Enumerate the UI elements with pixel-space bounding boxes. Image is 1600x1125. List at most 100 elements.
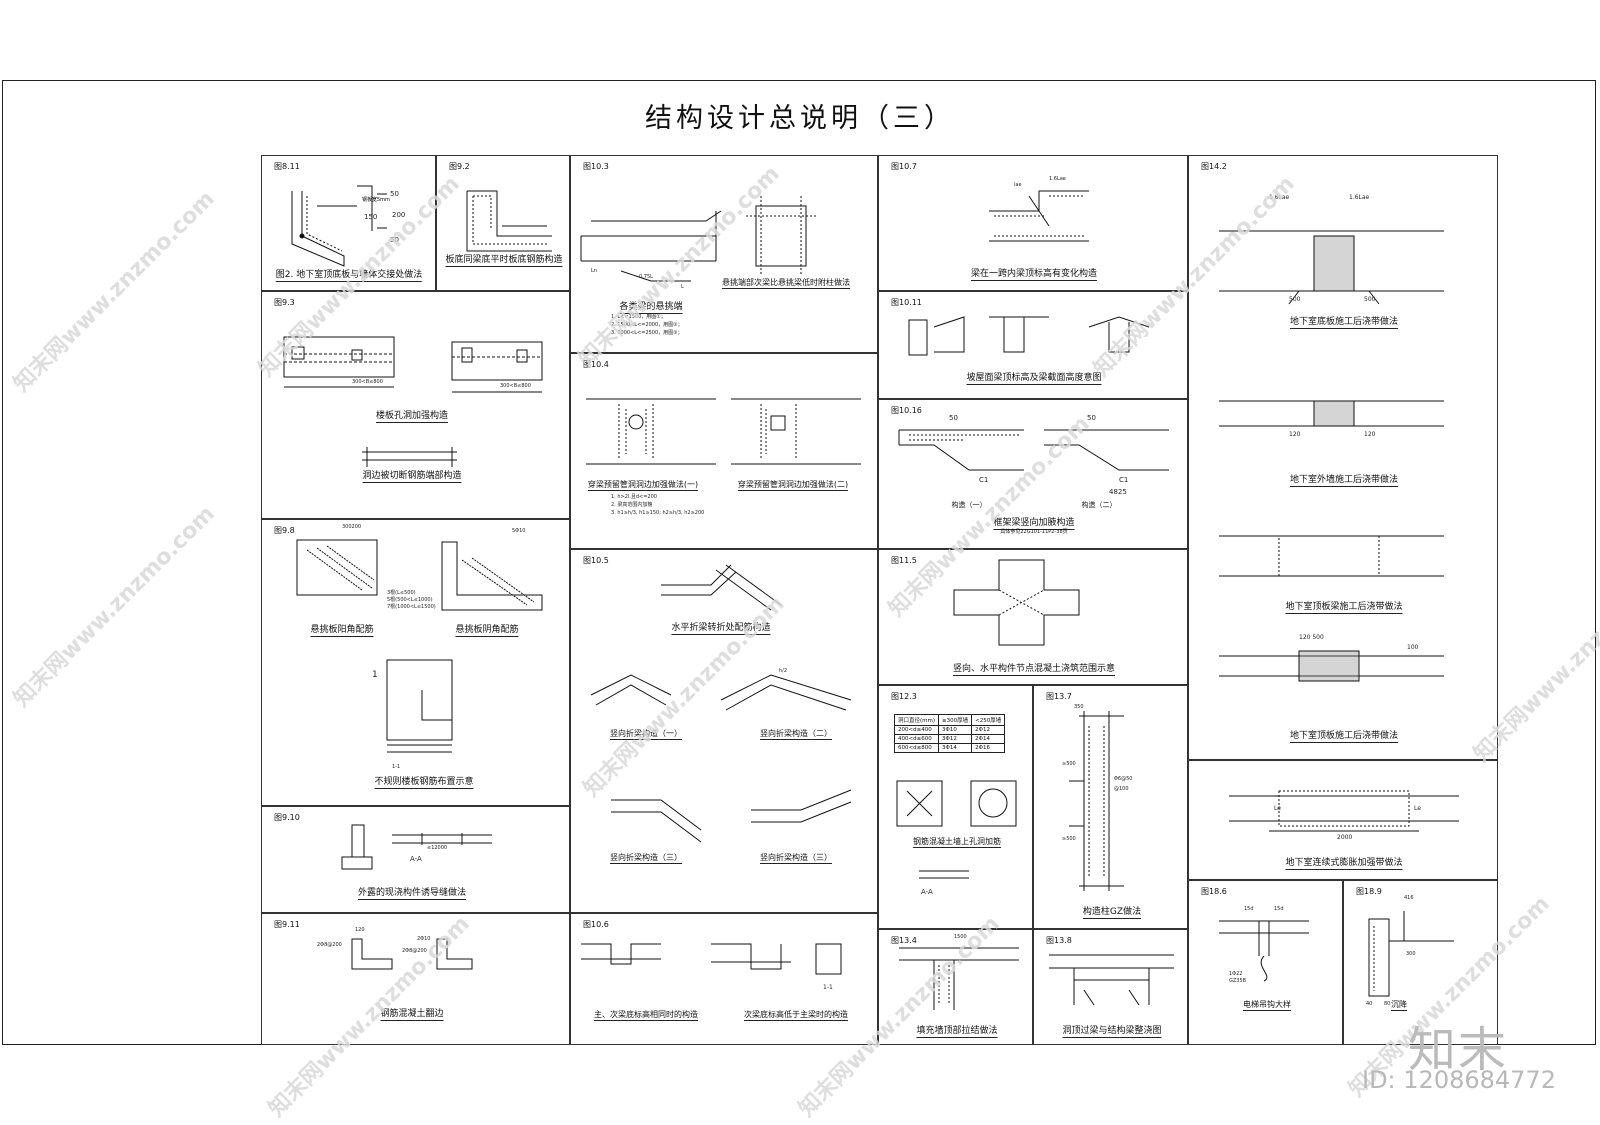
panel-label: 图9.11 <box>274 920 300 929</box>
dim-label: 200 <box>392 211 406 219</box>
detail-drawing <box>908 316 1150 356</box>
brand-logo: 知末 <box>1408 1022 1509 1078</box>
detail-drawing <box>351 938 473 970</box>
sheet-title: 结构设计总说明（三） <box>645 103 955 134</box>
panel-label: 图9.2 <box>449 162 470 171</box>
section-label: 1-1 <box>823 984 833 991</box>
panel-caption: 外露的现浇构件诱导缝做法 <box>357 888 467 900</box>
detail-drawing <box>341 824 492 870</box>
panel-caption: 图2. 地下室顶底板与墙体交接处做法 <box>275 270 423 282</box>
panel-label: 图10.5 <box>583 556 609 565</box>
panel-caption: 填充墙顶部拉结做法 <box>916 1026 998 1038</box>
detail-drawing <box>1219 230 1444 682</box>
panel-caption: 竖向折梁构造（二） <box>760 729 832 740</box>
dim-label: 4825 <box>1109 488 1127 496</box>
panel-caption: 楼板孔洞加强构造 <box>375 411 449 423</box>
detail-drawing <box>283 336 543 467</box>
dim-label: 1.6Lae <box>1269 194 1290 201</box>
panel-label: 图10.11 <box>891 298 922 307</box>
table-cell: 2Φ16 <box>971 743 1006 753</box>
panel-caption: 穿梁预留管洞洞边加强做法(二) <box>737 480 849 491</box>
panel-10-5: 图10.5 h/2 水平折梁转折处配筋构造 竖向折梁构造（一） 竖向折梁构造（二… <box>570 549 878 913</box>
panel-caption: 悬挑端部次梁比悬挑梁低时附柱做法 <box>722 278 850 289</box>
dim-label: 500 <box>1289 296 1301 303</box>
panel-caption: 地下室外墙施工后浇带做法 <box>1289 475 1399 487</box>
panel-label: 图9.10 <box>274 813 300 822</box>
dim-label: C1 <box>979 476 989 484</box>
dim-label: 300<B≤800 <box>500 383 531 389</box>
panel-caption: 不规则楼板钢筋布置示意 <box>374 777 474 789</box>
dim-label: 350 <box>1074 704 1084 710</box>
panel-14-2-expansion: 2000 Le Le 地下室连续式膨胀加强带做法 <box>1188 760 1498 880</box>
reinforcement-table: 洞口直径(mm) ≥300厚墙 <250厚墙 200<d≤400 3Φ10 2Φ… <box>893 714 1006 753</box>
panel-label: 图9.3 <box>274 298 295 307</box>
detail-drawing <box>1049 954 1174 1006</box>
panel-label: 图18.6 <box>1201 887 1227 896</box>
panel-label: 图10.6 <box>583 920 609 929</box>
note-text: 5根(500<L≤1000) <box>387 597 433 603</box>
note-text: 3. 2000<L<=2500，用图③； <box>611 330 683 336</box>
panel-caption: 竖向折梁构造（一） <box>610 729 682 740</box>
dim-label: ≥500 <box>1062 836 1076 842</box>
panel-9-8: 图9.8 300200 3根(L≤500) 5根(500<L≤1000) 7根(… <box>261 519 570 806</box>
panel-label: 图11.5 <box>891 556 917 565</box>
dim-label: 120 500 <box>1299 634 1324 641</box>
dim-label: 120 <box>1364 431 1376 438</box>
panel-10-16: 图10.16 50 50 C1 C1 4825 构造（一） 构造（二） 框架梁竖… <box>878 399 1188 549</box>
note-text: 3. h1≥h/3, h1≥150; h2≥h/3, h2≥200 <box>611 510 705 516</box>
note-text: 2. 梁高范围内加箍 <box>611 502 653 508</box>
dim-label: 15d <box>1274 906 1284 912</box>
reference-note: 具体参见22G101-11P2-38页 <box>1000 529 1068 535</box>
panel-10-6: 图10.6 1-1 主、次梁底标高相同时的构造 次梁底标高低于主梁时的构造 <box>570 913 878 1045</box>
panel-18-9: 图18.9 416 300 80 40 沉降 <box>1343 880 1498 1045</box>
panel-caption: 板底同梁底平时板底钢筋构造 <box>445 255 563 267</box>
panel-caption: 钢筋混凝土墙上孔洞加筋 <box>913 837 1001 848</box>
dim-label: 300<B≤800 <box>352 379 383 385</box>
panel-14-2: 图14.2 1.6Lae 1.6Lae 500 500 地下室底板施工后浇带做法… <box>1188 155 1498 760</box>
note-text: 7根(1000<L≤1500) <box>387 604 436 610</box>
note-text: 5Φ10 <box>512 528 526 534</box>
dim-label: 100 <box>1407 644 1419 651</box>
panel-caption: 水平折梁转折处配筋构造 <box>671 623 771 635</box>
detail-drawing <box>899 947 1019 1010</box>
dim-label: 80 <box>1384 1001 1391 1007</box>
detail-drawing <box>590 564 852 843</box>
panel-label: 图13.8 <box>1046 936 1072 945</box>
panel-label: 图13.7 <box>1046 692 1072 701</box>
dim-label: lae <box>1014 182 1022 188</box>
panel-11-5: 图11.5 竖向、水平构件节点混凝土浇筑范围示意 <box>878 549 1188 685</box>
dim-label: ≥500 <box>1062 761 1076 767</box>
dim-label: L <box>681 284 684 290</box>
panel-9-2: 图9.2 板底同梁底平时板底钢筋构造 <box>436 155 570 291</box>
panel-caption: 竖向折梁构造（三） <box>760 853 832 864</box>
note-text: 2. 1500<L<=2000，用图②； <box>611 322 683 328</box>
dim-label: 0.75L <box>639 274 653 280</box>
dim-label: 40 <box>1366 1001 1373 1007</box>
section-label: 1-1 <box>392 764 401 770</box>
dim-label: 1500 <box>954 934 967 940</box>
panel-13-8: 图13.8 洞顶过梁与结构梁整浇图 <box>1033 929 1188 1045</box>
panel-caption: 构造柱GZ做法 <box>1082 907 1142 919</box>
section-label: A-A <box>921 888 933 896</box>
panel-10-11: 图10.11 坡屋面梁顶标高及梁截面高度意图 <box>878 291 1188 399</box>
panel-9-3: 图9.3 300<B≤800 300<B≤800 楼板孔洞加强构造 洞边被切断钢… <box>261 291 570 519</box>
panel-caption: 地下室连续式膨胀加强带做法 <box>1285 858 1403 870</box>
detail-drawing <box>1219 920 1309 982</box>
note-text: 3根(L≤500) <box>387 590 416 596</box>
panel-label: 图9.8 <box>274 526 295 535</box>
detail-drawing <box>580 196 816 282</box>
detail-drawing <box>586 398 861 465</box>
note-text: 1. L<=1500，用图①； <box>611 314 666 320</box>
panel-label: 图18.9 <box>1356 887 1382 896</box>
panel-12-3: 图12.3 洞口直径(mm) ≥300厚墙 <250厚墙 200<d≤400 3… <box>878 685 1033 929</box>
dim-label: 2Φ8@200 <box>317 942 342 948</box>
dim-label: 50 <box>1087 414 1096 422</box>
panel-caption: 悬挑板阳角配筋 <box>310 625 374 637</box>
panel-label: 图10.4 <box>583 360 609 369</box>
detail-drawing <box>989 190 1089 242</box>
dim-label: 300 <box>1406 951 1416 957</box>
dim-label: 300200 <box>342 524 362 530</box>
panel-caption: 悬挑板阴角配筋 <box>455 625 519 637</box>
dim-label: 50 <box>949 414 958 422</box>
